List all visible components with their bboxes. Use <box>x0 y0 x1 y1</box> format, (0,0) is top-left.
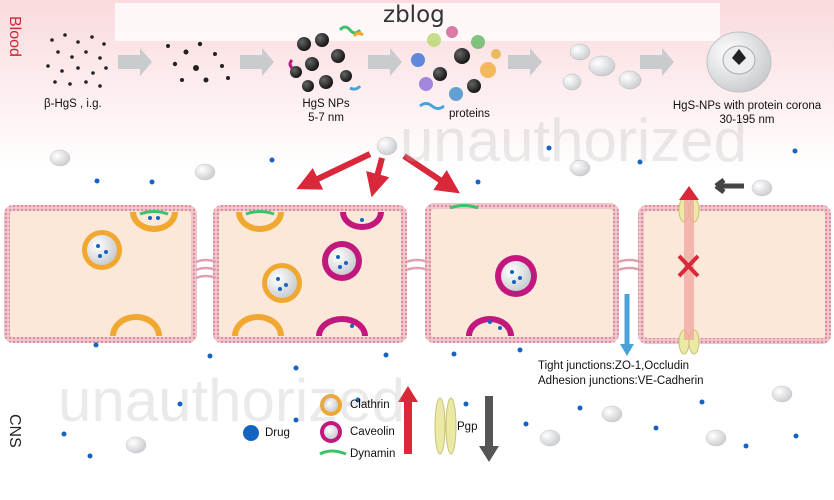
cell-4 <box>638 205 831 344</box>
endothelial-cells <box>4 203 831 344</box>
legend-pgp-symbol <box>434 397 457 455</box>
cell-1 <box>4 205 197 343</box>
brand-banner <box>115 3 720 41</box>
legend-label-drug: Drug <box>265 427 290 439</box>
step-label-proteins: proteins <box>449 108 490 120</box>
cell-2 <box>213 205 407 343</box>
cell-junctions <box>195 258 642 280</box>
hgs-nps-cluster <box>288 25 364 92</box>
step-label-hgs-nps: HgS NPs 5-7 nm <box>302 97 349 125</box>
cns-drug-dots <box>61 342 799 459</box>
region-label-cns: CNS <box>6 414 23 448</box>
beta-hgs-particles <box>46 33 108 88</box>
step-label-corona-line2: 30-195 nm <box>719 114 775 126</box>
legend-drug-symbol <box>243 425 259 441</box>
entry-arrows <box>296 151 460 198</box>
legend-dynamin-symbol <box>319 449 347 456</box>
legend-red-arrow <box>398 386 418 454</box>
step-label-corona: HgS-NPs with protein corona 30-195 nm <box>673 99 821 127</box>
watermark-bottom: unauthorized <box>58 367 405 434</box>
caveolin-vesicles <box>322 241 537 297</box>
efflux-gradient-arrow <box>684 200 694 340</box>
blood-corona-nps <box>49 136 773 197</box>
junction-label-tight: Tight junctions:ZO-1,Occludin <box>538 360 690 372</box>
cns-corona-nps <box>125 385 793 454</box>
dispersed-particles <box>166 41 230 83</box>
region-label-blood: Blood <box>6 16 23 57</box>
step-arrows <box>118 48 674 76</box>
step-label-hgs-nps-line1: HgS NPs <box>302 98 350 110</box>
protein-cluster <box>411 26 501 110</box>
efflux-arrow-head <box>679 186 699 200</box>
legend-label-dynamin: Dynamin <box>350 448 396 460</box>
clathrin-pits <box>110 212 284 336</box>
junction-label-adhesion: Adhesion junctions:VE-Cadherin <box>538 375 704 387</box>
dynamin-collars <box>139 204 479 216</box>
cell-drug-dots <box>148 216 502 330</box>
clathrin-vesicles <box>82 230 302 303</box>
protein-corona-np <box>706 31 772 93</box>
legend-label-pgp: Pgp <box>457 421 478 433</box>
legend-label-clathrin: Clathrin <box>350 399 390 411</box>
legend-label-caveolin: Caveolin <box>350 426 395 438</box>
blocked-cross <box>677 254 700 278</box>
blood-drug-dots <box>94 145 798 185</box>
brand-title: zblog <box>383 2 445 28</box>
step-label-hgs-nps-line2: 5-7 nm <box>308 112 344 124</box>
paracellular-arrow-head <box>620 344 634 356</box>
caveolin-pits <box>316 212 514 336</box>
legend-caveolin-symbol <box>320 421 342 443</box>
step-label-beta-hgs: β-HgS , i.g. <box>44 98 102 110</box>
legend-gray-arrow <box>479 396 499 462</box>
step-label-corona-line1: HgS-NPs with protein corona <box>672 100 822 112</box>
legend-clathrin-symbol <box>320 394 342 416</box>
incoming-gray-arrow <box>714 178 744 194</box>
coated-particles <box>562 43 642 91</box>
watermark-top: unauthorized <box>400 107 747 174</box>
